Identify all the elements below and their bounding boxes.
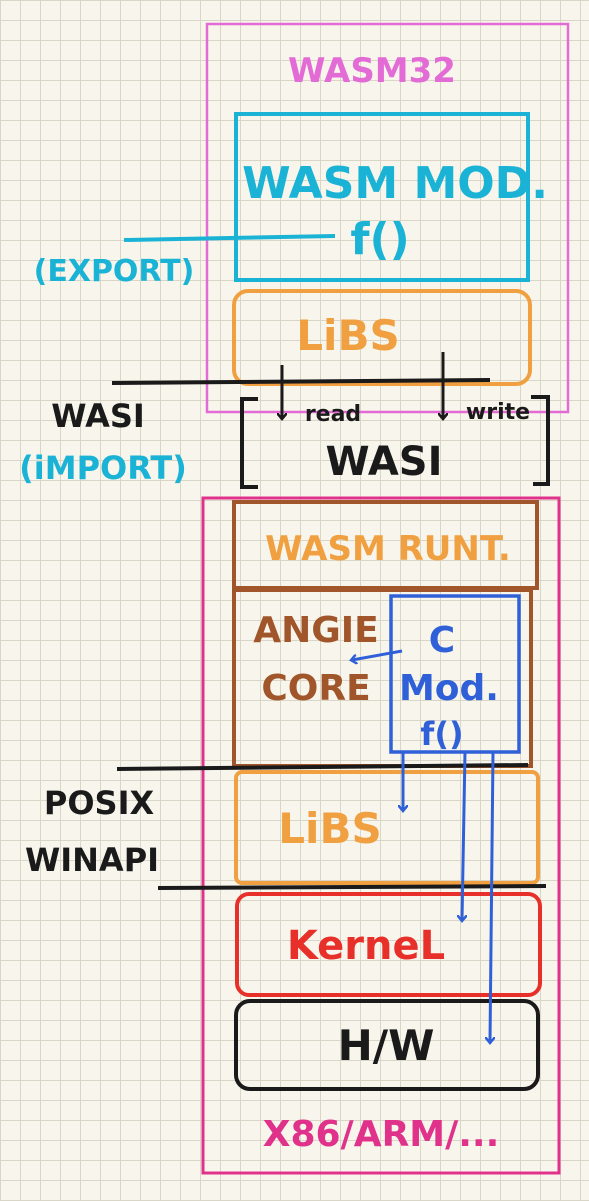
c-module-line3: f() <box>420 715 463 753</box>
wasi-left-bracket <box>240 397 258 489</box>
c-module-box <box>389 594 521 754</box>
kernel-box <box>235 892 542 997</box>
angie-core-line2: CORE <box>261 668 370 709</box>
c-module-line1: C <box>429 620 455 661</box>
host-outer-box <box>201 496 561 1175</box>
angie-core-line1: ANGIE <box>253 610 379 651</box>
posix-boundary-line <box>116 763 529 771</box>
write-label: write <box>466 400 530 425</box>
export-line <box>123 234 336 242</box>
hw-label: H/W <box>338 1021 435 1070</box>
wasm32-outer-box <box>205 22 570 414</box>
host-platform-label: X86/ARM/... <box>263 1114 500 1155</box>
read-label: read <box>305 402 361 427</box>
wasm-libs-box <box>232 289 532 386</box>
c-module-to-core-arrow <box>352 649 403 660</box>
kernel-boundary-line <box>157 884 547 890</box>
kernel-label: KerneL <box>287 923 445 969</box>
host-libs-label: LiBS <box>278 804 381 853</box>
wasm32-label: WASM32 <box>288 51 456 91</box>
wasi-boundary-line <box>111 378 491 385</box>
wasi-right-bracket <box>531 395 550 486</box>
winapi-label: WINAPI <box>25 841 159 879</box>
c-module-line2: Mod. <box>399 668 499 709</box>
wasi-box-label: WASI <box>326 439 443 485</box>
export-label: (EXPORT) <box>34 254 195 289</box>
wasm-runtime-label: WASM RUNT. <box>265 529 511 569</box>
wasi-side-label: WASI <box>51 397 145 435</box>
host-libs-box <box>234 770 540 885</box>
wasm-module-box <box>234 112 530 282</box>
hw-box <box>234 999 540 1091</box>
wasm-module-title: WASM MOD. <box>242 158 548 209</box>
wasm-module-func: f() <box>350 214 409 265</box>
wasi-import-label: (iMPORT) <box>19 449 187 487</box>
posix-label: POSIX <box>44 784 155 822</box>
wasm-libs-label: LiBS <box>296 311 399 360</box>
c-to-hw-arrow <box>490 751 493 1042</box>
c-to-kernel-arrow <box>462 751 465 920</box>
